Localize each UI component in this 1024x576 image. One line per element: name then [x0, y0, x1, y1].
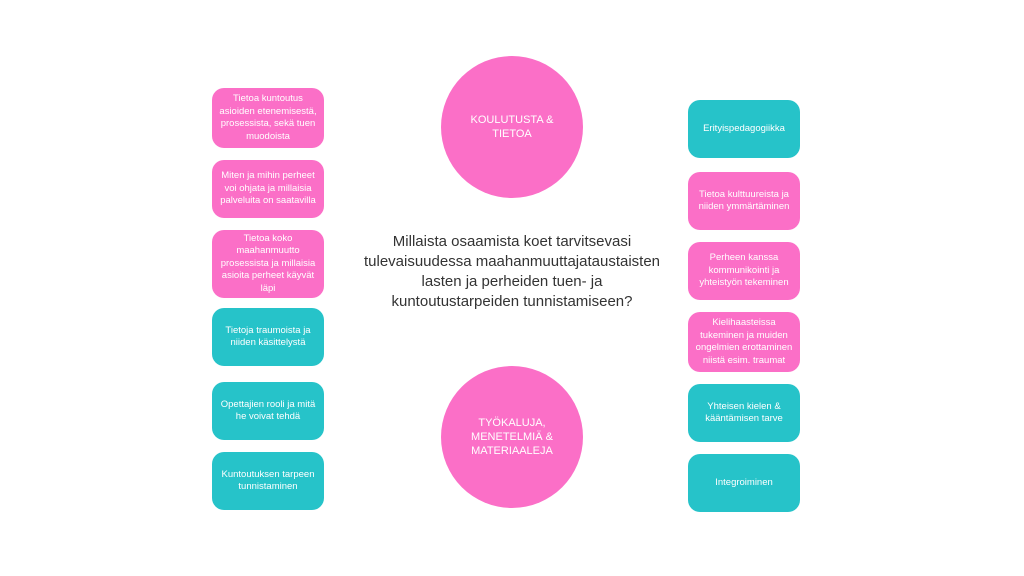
right-box-3: Perheen kanssa kommunikointi ja yhteisty… — [688, 242, 800, 300]
central-question: Millaista osaamista koet tarvitsevasi tu… — [363, 233, 661, 310]
circle-bottom: TYÖKALUJA, MENETELMIÄ & MATERIAALEJA — [441, 366, 583, 508]
left-box-2: Miten ja mihin perheet voi ohjata ja mil… — [212, 160, 324, 218]
right-box-2-text: Tietoa kulttuureista ja niiden ymmärtämi… — [698, 188, 790, 213]
left-box-6: Kuntoutuksen tarpeen tunnistaminen — [212, 452, 324, 510]
left-box-3-text: Tietoa koko maahanmuutto prosessista ja … — [220, 232, 316, 294]
right-box-1: Erityispedagogiikka — [688, 100, 800, 158]
left-box-4: Tietoja traumoista ja niiden käsittelyst… — [212, 308, 324, 366]
circle-top: KOULUTUSTA & TIETOA — [441, 56, 583, 198]
right-box-2: Tietoa kulttuureista ja niiden ymmärtämi… — [688, 172, 800, 230]
right-box-6-text: Integroiminen — [715, 476, 773, 488]
circle-top-text: KOULUTUSTA & TIETOA — [470, 114, 554, 140]
left-box-5: Opettajien rooli ja mitä he voivat tehdä — [212, 382, 324, 440]
left-box-6-text: Kuntoutuksen tarpeen tunnistaminen — [221, 468, 315, 493]
right-box-5: Yhteisen kielen & kääntämisen tarve — [688, 384, 800, 442]
right-box-6: Integroiminen — [688, 454, 800, 512]
right-box-5-text: Yhteisen kielen & kääntämisen tarve — [705, 400, 783, 425]
right-box-1-text: Erityispedagogiikka — [703, 122, 785, 134]
left-box-2-text: Miten ja mihin perheet voi ohjata ja mil… — [220, 170, 316, 207]
left-box-4-text: Tietoja traumoista ja niiden käsittelyst… — [225, 324, 311, 349]
right-box-4: Kielihaasteissa tukeminen ja muiden onge… — [688, 312, 800, 372]
left-box-1-text: Tietoa kuntoutus asioiden etenemisestä, … — [219, 93, 317, 142]
right-box-3-text: Perheen kanssa kommunikointi ja yhteisty… — [699, 252, 789, 289]
left-box-3: Tietoa koko maahanmuutto prosessista ja … — [212, 230, 324, 298]
left-box-1: Tietoa kuntoutus asioiden etenemisestä, … — [212, 88, 324, 148]
circle-bottom-text: TYÖKALUJA, MENETELMIÄ & MATERIAALEJA — [471, 417, 553, 457]
left-box-5-text: Opettajien rooli ja mitä he voivat tehdä — [220, 398, 316, 423]
right-box-4-text: Kielihaasteissa tukeminen ja muiden onge… — [695, 317, 793, 366]
